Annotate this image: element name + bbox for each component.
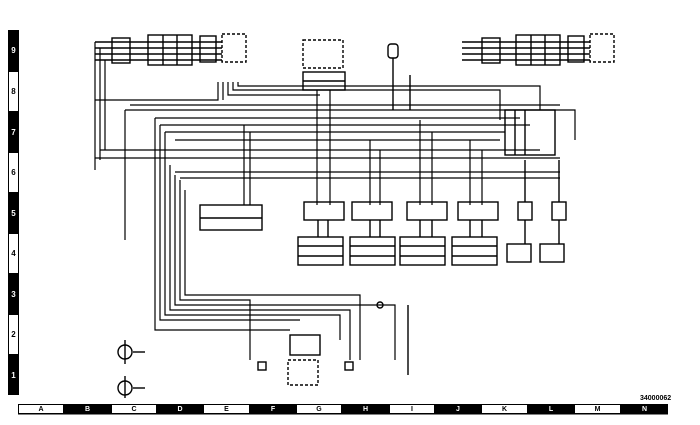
relay-top-center — [302, 39, 411, 110]
column-label: L — [528, 404, 574, 414]
column-label: H — [342, 404, 389, 414]
column-label: J — [435, 404, 481, 414]
connector-top-left — [95, 33, 247, 66]
column-label: G — [296, 404, 342, 414]
row-label: 3 — [8, 274, 19, 314]
column-label: D — [157, 404, 203, 414]
column-label: E — [203, 404, 250, 414]
column-label: F — [250, 404, 296, 414]
wire-bundle — [94, 42, 576, 360]
column-label: A — [18, 404, 64, 414]
row-label: 7 — [8, 112, 19, 152]
terminal-block-left — [199, 204, 263, 231]
connector-bottom — [257, 301, 409, 386]
row-label: 4 — [8, 233, 19, 274]
row-label: 5 — [8, 193, 19, 233]
relay-modules — [297, 160, 567, 266]
drawing-number: 34000062 — [640, 395, 672, 402]
column-label: K — [481, 404, 528, 414]
sensors-bottom-left — [117, 340, 145, 398]
column-label: M — [574, 404, 621, 414]
column-label: B — [64, 404, 111, 414]
row-label: 2 — [8, 314, 19, 355]
row-label: 8 — [8, 71, 19, 112]
column-label: C — [111, 404, 157, 414]
column-label: I — [389, 404, 435, 414]
terminal-strip-right — [504, 109, 556, 156]
row-label: 9 — [8, 30, 19, 71]
connector-top-right — [462, 33, 615, 66]
row-label: 1 — [8, 355, 19, 395]
column-label: N — [621, 404, 668, 414]
row-label: 6 — [8, 152, 19, 193]
